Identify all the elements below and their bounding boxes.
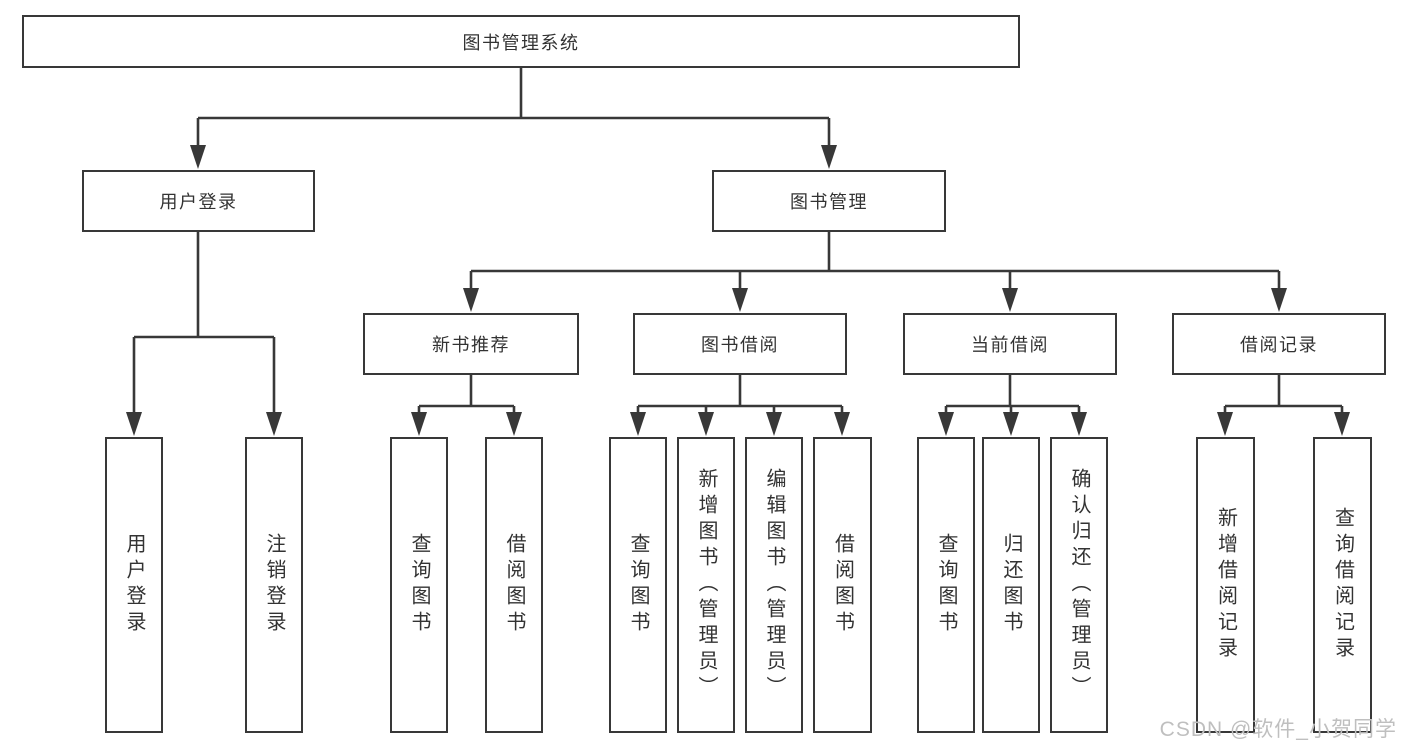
leaf-logout-label: 注销登录 [263,533,285,637]
leaf-user-login: 用户登录 [105,437,163,733]
node-user-login: 用户登录 [82,170,315,232]
node-borrow-record-label: 借阅记录 [1240,335,1318,355]
leaf-current-return: 归还图书 [982,437,1040,733]
node-root-label: 图书管理系统 [462,32,580,53]
leaf-record-query: 查询借阅记录 [1313,437,1372,733]
leaf-record-add-label: 新增借阅记录 [1214,507,1237,663]
node-new-book: 新书推荐 [363,313,579,375]
leaf-user-login-label: 用户登录 [123,533,145,637]
leaf-current-query-label: 查询图书 [935,533,957,637]
leaf-borrow-query-label: 查询图书 [627,533,649,637]
leaf-newbook-query: 查询图书 [390,437,448,733]
node-current-borrow-label: 当前借阅 [971,335,1049,355]
leaf-current-confirm-label: 确认归还（管理员） [1068,468,1090,702]
node-new-book-label: 新书推荐 [432,335,510,355]
leaf-borrow-query: 查询图书 [609,437,667,733]
arrowhead-group [126,145,1350,436]
leaf-borrow-add-label: 新增图书（管理员） [695,468,717,702]
node-user-login-label: 用户登录 [159,192,238,212]
leaf-borrow-borrow: 借阅图书 [813,437,872,733]
leaf-current-query: 查询图书 [917,437,975,733]
leaf-current-confirm: 确认归还（管理员） [1050,437,1108,733]
node-book-mgmt-label: 图书管理 [790,192,868,212]
leaf-borrow-edit: 编辑图书（管理员） [745,437,803,733]
leaf-newbook-borrow-label: 借阅图书 [503,533,525,637]
leaf-record-query-label: 查询借阅记录 [1331,507,1354,663]
node-book-borrow-label: 图书借阅 [701,335,779,355]
node-current-borrow: 当前借阅 [903,313,1117,375]
leaf-logout: 注销登录 [245,437,303,733]
leaf-borrow-add: 新增图书（管理员） [677,437,735,733]
leaf-borrow-borrow-label: 借阅图书 [831,533,854,637]
leaf-newbook-borrow: 借阅图书 [485,437,543,733]
node-book-mgmt: 图书管理 [712,170,946,232]
leaf-record-add: 新增借阅记录 [1196,437,1255,733]
leaf-current-return-label: 归还图书 [1000,533,1022,637]
node-book-borrow: 图书借阅 [633,313,847,375]
node-root: 图书管理系统 [22,15,1020,68]
leaf-borrow-edit-label: 编辑图书（管理员） [763,468,785,702]
node-borrow-record: 借阅记录 [1172,313,1386,375]
leaf-newbook-query-label: 查询图书 [408,533,430,637]
watermark: CSDN @软件_小贺同学 [1159,718,1397,741]
